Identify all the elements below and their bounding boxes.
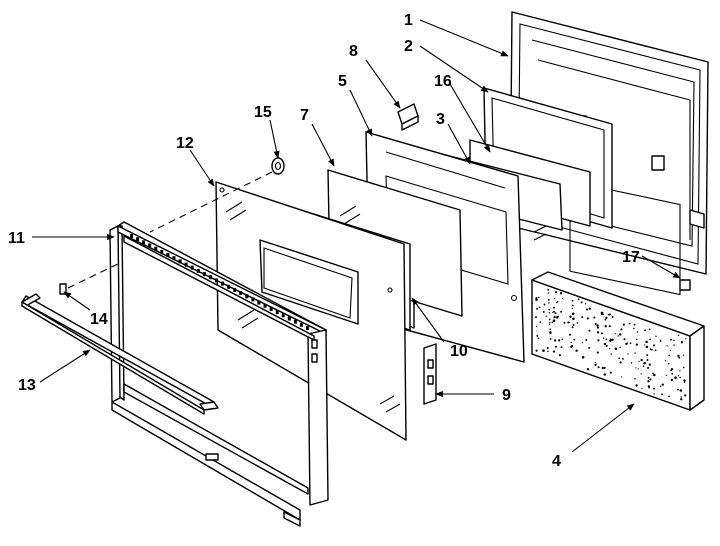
part-12-outer-glass <box>215 181 411 441</box>
callout-5: 5 <box>338 73 347 90</box>
callout-1: 1 <box>404 12 413 29</box>
callout-10: 10 <box>450 343 468 360</box>
part-4-insulation-block <box>531 271 705 411</box>
callout-4: 4 <box>552 453 561 470</box>
insulation-texture <box>535 288 687 401</box>
assembly-line-clip <box>67 261 123 289</box>
part-14-clip <box>59 283 67 295</box>
callout-labels: 1 2 3 4 5 7 8 9 10 11 12 13 14 15 16 17 <box>8 12 640 470</box>
callout-11: 11 <box>8 230 25 247</box>
callout-7: 7 <box>300 107 309 124</box>
callout-2: 2 <box>404 38 413 55</box>
callout-8: 8 <box>349 43 358 60</box>
callout-13: 13 <box>18 377 36 394</box>
callout-16: 16 <box>434 73 452 90</box>
leader-lines <box>32 19 681 453</box>
part-17-screw <box>679 279 691 291</box>
part-9-hinge-bracket <box>423 343 437 405</box>
callout-12: 12 <box>176 135 194 152</box>
assembly-line-washer <box>149 171 273 233</box>
part-15-washer <box>271 157 285 175</box>
frame-vent-slots <box>130 234 309 330</box>
part-13-handle <box>21 293 219 415</box>
part-8-bracket <box>397 103 419 131</box>
callout-17: 17 <box>622 249 640 266</box>
callout-15: 15 <box>254 104 272 121</box>
callout-9: 9 <box>502 387 511 404</box>
callout-3: 3 <box>436 111 445 128</box>
callout-14: 14 <box>90 311 108 328</box>
